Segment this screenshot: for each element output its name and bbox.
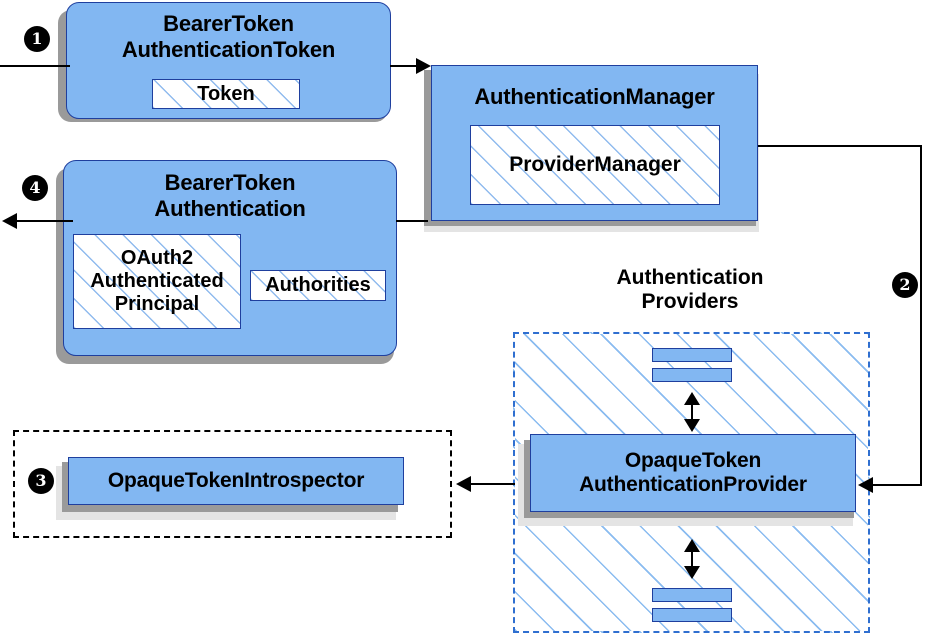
connector-token-to-manager xyxy=(390,65,422,67)
authentication-manager-title: AuthenticationManager xyxy=(474,84,715,109)
provider-stack-bar-top-1 xyxy=(652,348,732,362)
connector-provider-to-introspector xyxy=(470,483,515,485)
arrowhead-stack-top-down xyxy=(684,419,700,432)
connector-stack-bottom xyxy=(691,545,693,571)
panel-oauth2-authenticated-principal: OAuth2 Authenticated Principal xyxy=(73,234,241,329)
connector-manager-right xyxy=(758,145,922,147)
panel-token: Token xyxy=(152,79,300,109)
authentication-providers-label: Authentication Providers xyxy=(616,266,764,313)
connector-stack-top xyxy=(691,398,693,424)
badge-step-3: 3 xyxy=(28,468,54,494)
connector-right-down xyxy=(920,145,922,485)
connector-into-providers xyxy=(871,484,922,486)
arrowhead-into-providers xyxy=(858,477,873,493)
arrowhead-stack-bottom-up xyxy=(684,539,700,552)
node-opaque-token-authentication-provider[interactable]: OpaqueToken AuthenticationProvider xyxy=(530,434,856,512)
arrowhead-stack-bottom-down xyxy=(684,566,700,579)
authentication-providers-region xyxy=(513,332,870,633)
bearer-token-authentication-token-title: BearerToken AuthenticationToken xyxy=(121,11,336,62)
bearer-token-authentication-title: BearerToken Authentication xyxy=(154,170,306,221)
panel-authorities: Authorities xyxy=(250,270,386,301)
arrowhead-provider-to-introspector xyxy=(456,476,471,492)
opaque-token-introspector-title: OpaqueTokenIntrospector xyxy=(107,468,365,492)
provider-stack-bar-bottom-1 xyxy=(652,588,732,602)
arrowhead-authentication-out xyxy=(2,213,17,229)
connector-manager-to-authentication xyxy=(396,220,428,222)
node-opaque-token-introspector[interactable]: OpaqueTokenIntrospector xyxy=(68,457,404,505)
connector-request-in xyxy=(0,65,70,67)
connector-authentication-out xyxy=(16,220,73,222)
arrowhead-token-to-manager xyxy=(416,58,431,74)
badge-step-2: 2 xyxy=(892,272,918,298)
badge-step-4: 4 xyxy=(22,175,48,201)
provider-stack-bar-bottom-2 xyxy=(652,608,732,622)
badge-step-1: 1 xyxy=(24,26,50,52)
opaque-token-authentication-provider-title: OpaqueToken AuthenticationProvider xyxy=(579,448,807,496)
panel-provider-manager: ProviderManager xyxy=(470,125,720,205)
provider-stack-bar-top-2 xyxy=(652,368,732,382)
arrowhead-stack-top-up xyxy=(684,392,700,405)
